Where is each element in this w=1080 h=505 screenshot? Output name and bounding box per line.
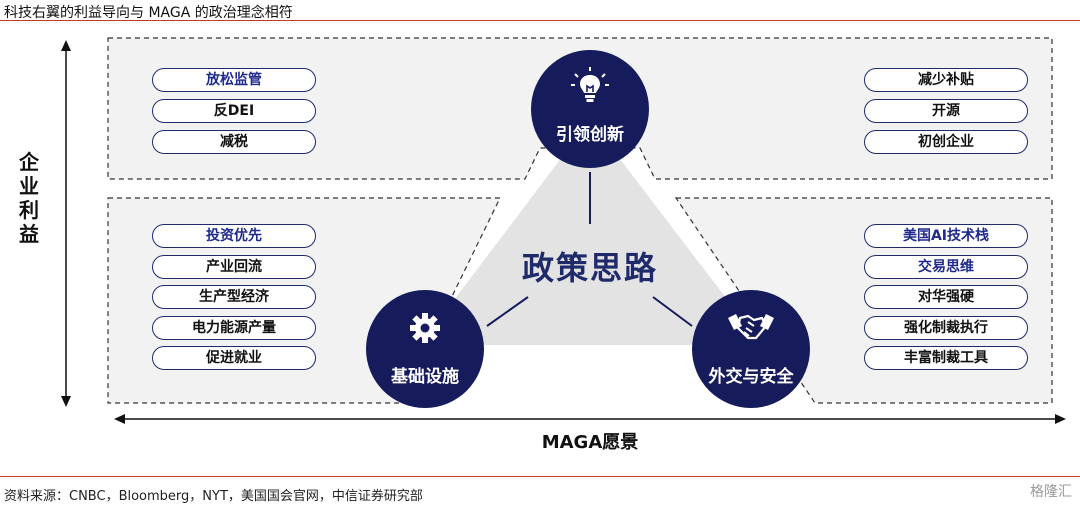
connector-right [652,296,693,327]
node-diplomacy-security: 外交与安全 [692,290,810,408]
tag-pill: 美国AI技术栈 [864,224,1028,248]
x-axis-label: MAGA愿景 [541,432,639,453]
tag-pill: 强化制裁执行 [864,315,1028,340]
y-axis-arrow-down [61,396,71,407]
lightbulb-icon [571,67,609,102]
tag-pill: 开源 [864,99,1028,123]
center-title: 政策思路 [521,249,658,287]
node-diplomacy-security-label: 外交与安全 [708,367,794,387]
page-title: 科技右翼的利益导向与 MAGA 的政治理念相符 [4,5,293,21]
tag-pill: 初创企业 [864,130,1028,154]
node-innovation: 引领创新 [531,50,649,168]
tag-pill: 产业回流 [152,254,316,279]
watermark-logo: 格隆汇 [1030,484,1072,500]
tag-pill: 电力能源产量 [152,315,316,340]
policy-triangle [420,120,762,345]
source-note: 资料来源：CNBC，Bloomberg，NYT，美国国会官网，中信证券研究部 [4,489,423,504]
header-divider [0,20,1080,21]
x-axis-arrow-left [114,414,125,424]
node-infrastructure: 基础设施 [366,290,484,408]
node-innovation-label: 引领创新 [556,125,624,145]
tag-pill: 放松监管 [152,68,316,92]
tag-pill: 交易思维 [864,254,1028,279]
tag-pill: 反DEI [152,99,316,123]
y-axis-label: 企 业 利 益 [19,150,39,246]
connector-left [486,296,529,327]
tag-pill: 促进就业 [152,346,316,370]
tag-pill: 生产型经济 [152,285,316,309]
y-axis-arrow-up [61,40,71,51]
tag-pill: 对华强硬 [864,285,1028,309]
tag-pill: 丰富制裁工具 [864,346,1028,370]
node-infrastructure-label: 基础设施 [391,367,459,387]
tag-pill: 减少补贴 [864,68,1028,92]
x-axis-arrow-right [1055,414,1066,424]
handshake-icon [728,314,774,340]
tag-pill: 投资优先 [152,224,316,248]
footer-divider [0,476,1080,477]
tag-pill: 减税 [152,130,316,154]
gear-icon [410,313,440,343]
